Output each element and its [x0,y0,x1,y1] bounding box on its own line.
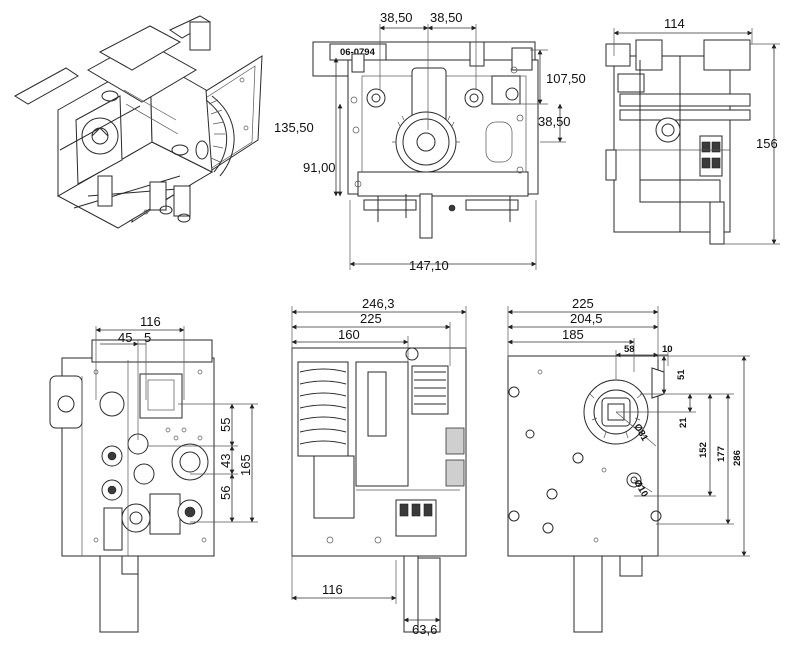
dim-side-base: 116 [322,582,343,597]
isometric-view [14,15,263,229]
dim-h4: 56 [218,486,233,500]
front-top-view: 06-0794 [274,10,586,273]
dim-side-body: 225 [360,311,382,326]
dim-rear-w1: 225 [572,296,594,311]
rear-bottom-view: 225 204,5 185 58 10 51 21 152 177 286 Ø8… [507,296,750,633]
dim-rear-h2: 21 [678,417,689,428]
dim-mid-right-height: 38,50 [538,114,571,129]
dim-left-offset: 38,50 [380,10,413,25]
dim-lower-height: 91,00 [303,160,336,175]
dim-front-width: 116 [140,314,161,329]
side-bottom-view: 246,3 225 160 116 63,6 [291,296,467,637]
dim-side-overall: 246,3 [362,296,395,311]
dim-overall-width: 147,10 [409,258,449,273]
dim-rear-h5: 286 [732,450,743,466]
dim-rear-w4: 58 [624,344,635,355]
dim-rear-h4: 177 [716,446,727,462]
dim-rear-h1: 51 [676,369,687,380]
dim-rear-w2: 204,5 [570,311,603,326]
dim-left-a: 45 [118,330,132,345]
front-bottom-view: 116 45 5 55 43 165 56 [49,314,258,633]
dim-rear-w3: 185 [562,327,584,342]
dim-h2: 43 [218,454,233,468]
dim-side-width: 114 [664,16,685,31]
label-plate-text: 06-0794 [340,47,376,58]
dim-left-b: 5 [144,330,151,345]
dim-rear-w5: 10 [662,344,673,355]
dim-overall-height: 135,50 [274,120,314,135]
dim-side-height: 156 [756,136,778,151]
dim-side-spring: 160 [338,327,360,342]
side-top-view: 114 156 [605,16,780,245]
dim-h3: 165 [238,454,253,476]
dim-h1: 55 [218,418,233,432]
dim-rear-h3: 152 [698,442,709,458]
dim-side-shaft: 63,6 [412,622,437,637]
dim-top-height: 107,50 [546,71,586,86]
dim-right-offset: 38,50 [430,10,463,25]
